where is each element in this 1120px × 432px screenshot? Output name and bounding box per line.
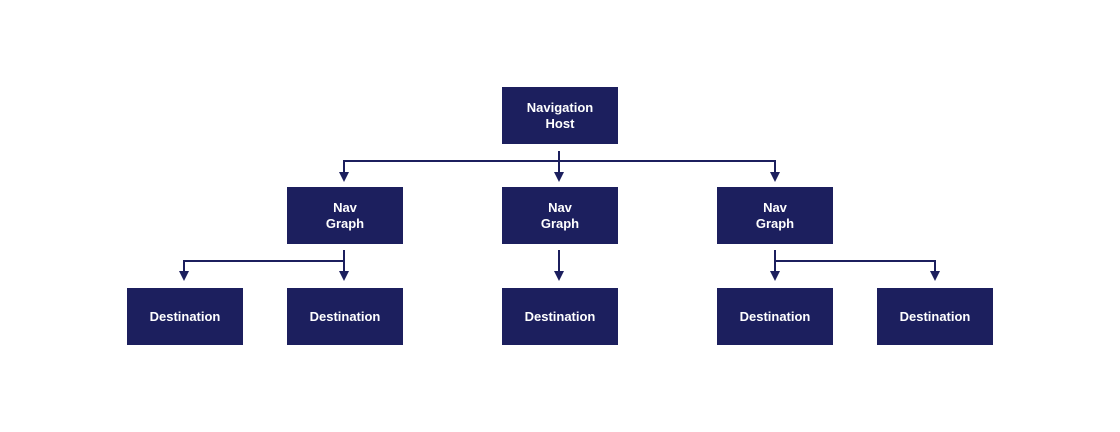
nav-graph-label-1: Nav Graph xyxy=(325,199,365,231)
destination-node-4: Destination xyxy=(717,288,833,345)
graph-3-connector xyxy=(770,250,940,281)
nav-graph-node-3: Nav Graph xyxy=(717,187,833,244)
nav-graph-label-2: Nav Graph xyxy=(540,199,580,231)
destination-label-5: Destination xyxy=(899,308,971,324)
destination-label-3: Destination xyxy=(524,308,596,324)
navigation-host-label: Navigation Host xyxy=(526,99,594,131)
edge-graph-1-to-dest-1 xyxy=(179,250,345,281)
destination-node-1: Destination xyxy=(127,288,243,345)
nav-graph-node-1: Nav Graph xyxy=(287,187,403,244)
navigation-host-node: Navigation Host xyxy=(502,87,618,144)
nav-graph-node-2: Nav Graph xyxy=(502,187,618,244)
graph-1-connector xyxy=(179,250,349,281)
nav-graph-label-3: Nav Graph xyxy=(755,199,795,231)
destination-label-2: Destination xyxy=(309,308,381,324)
host-connector xyxy=(339,151,780,182)
destination-node-2: Destination xyxy=(287,288,403,345)
destination-label-1: Destination xyxy=(149,308,221,324)
edge-host-to-graph-3 xyxy=(559,160,780,182)
destination-node-3: Destination xyxy=(502,288,618,345)
destination-node-5: Destination xyxy=(877,288,993,345)
edge-host-to-graph-1 xyxy=(339,151,560,182)
edge-graph-3-to-dest-5 xyxy=(775,260,940,281)
destination-label-4: Destination xyxy=(739,308,811,324)
